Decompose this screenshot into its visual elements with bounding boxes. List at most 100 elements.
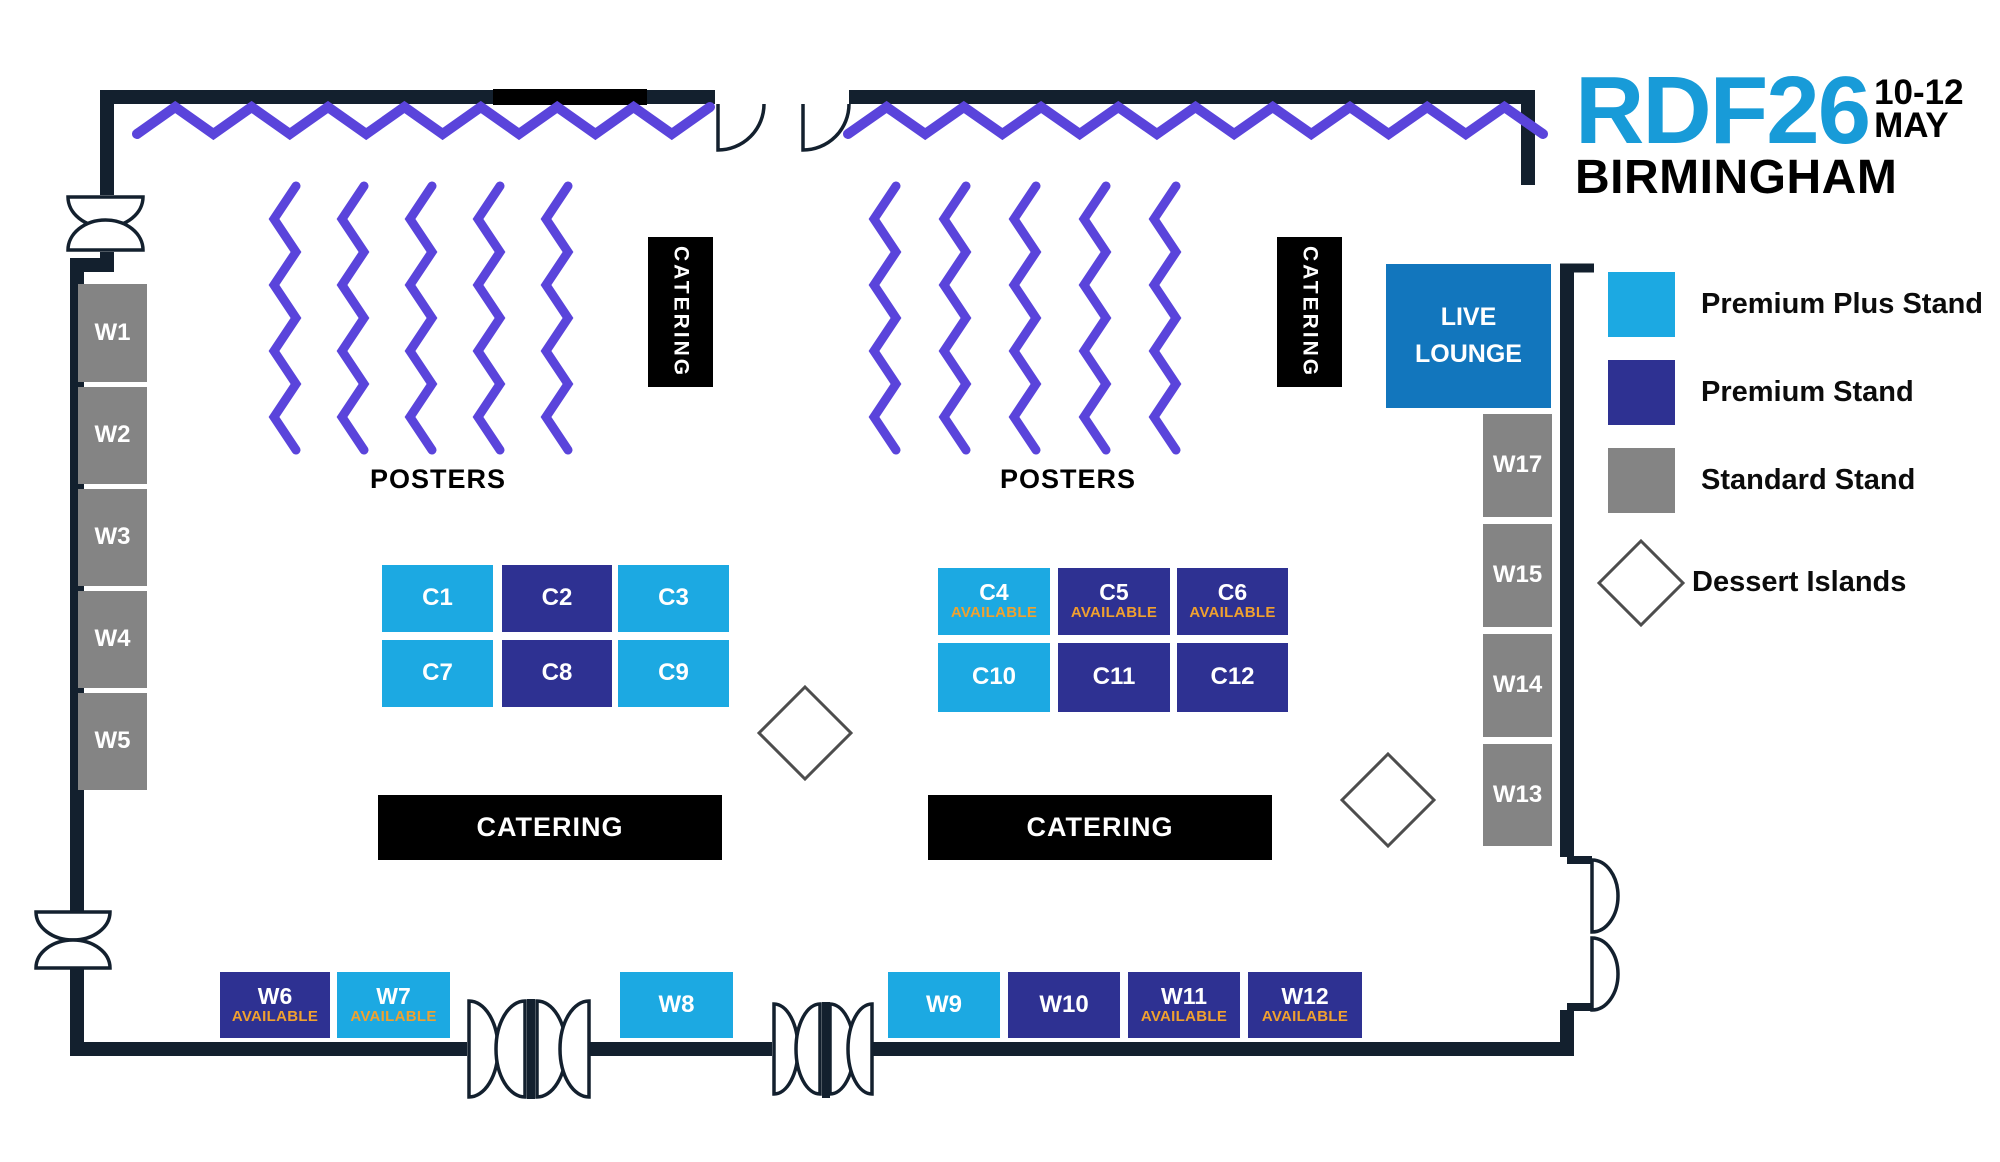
stand-label: W13: [1492, 780, 1543, 808]
stand-label: W8: [658, 990, 695, 1018]
stand-C10[interactable]: C10: [938, 643, 1050, 712]
dessert-island-diamond-icon: [1596, 538, 1686, 628]
stand-W15[interactable]: W15: [1483, 524, 1552, 627]
stand-label: C9: [658, 659, 689, 687]
stand-W4[interactable]: W4: [78, 591, 147, 688]
right-door-leaf-icon: [1590, 936, 1620, 1012]
stand-label: C10: [971, 663, 1017, 691]
right-door-leaf-icon: [1590, 858, 1620, 934]
dessert-island-diamonds: [756, 538, 1686, 849]
stand-W13[interactable]: W13: [1483, 744, 1552, 846]
poster-zigzag-icon: [268, 181, 302, 455]
stand-C2[interactable]: C2: [502, 565, 612, 632]
hall-walls: [70, 90, 1574, 1056]
stand-label: W7: [376, 982, 411, 1009]
stand-label: W2: [94, 421, 131, 449]
stand-C3[interactable]: C3: [618, 565, 729, 632]
stand-W3[interactable]: W3: [78, 489, 147, 586]
wall-bottom-left: [70, 967, 467, 1056]
stand-available-badge: AVAILABLE: [1140, 1007, 1228, 1025]
poster-zigzag-icon: [1148, 181, 1182, 455]
event-month: MAY: [1874, 106, 1949, 146]
top-entrance-door-leaf-icon: [801, 103, 851, 152]
stand-W8[interactable]: W8: [620, 972, 733, 1038]
stand-W10[interactable]: W10: [1008, 972, 1120, 1038]
poster-zigzag-icon: [132, 100, 715, 141]
stand-label: W4: [94, 625, 131, 653]
stand-W1[interactable]: W1: [78, 284, 147, 382]
stand-W2[interactable]: W2: [78, 387, 147, 484]
bottom-door2-post: [822, 1002, 830, 1098]
event-logo-row: RDF26 10-12 MAY: [1575, 57, 1985, 164]
stand-C9[interactable]: C9: [618, 640, 729, 707]
stand-label: C6: [1217, 579, 1248, 606]
poster-zigzag-icon: [843, 100, 1548, 141]
stand-available-badge: AVAILABLE: [950, 604, 1038, 622]
stand-C1[interactable]: C1: [382, 565, 493, 632]
stand-W17[interactable]: W17: [1483, 414, 1552, 517]
wall-top-right: [849, 90, 1535, 185]
bottom-door1-leaf-icon: [467, 999, 500, 1099]
catering-area-vertical: CATERING: [1277, 237, 1342, 387]
event-city: BIRMINGHAM: [1575, 150, 1898, 204]
legend-label: Standard Stand: [1701, 464, 1916, 496]
poster-zigzag-icon: [1008, 181, 1042, 455]
legend-row-standard: Standard Stand: [1608, 448, 1915, 513]
legend-dessert-islands-label: Dessert Islands: [1692, 565, 1907, 598]
stand-label: C4: [979, 579, 1009, 606]
event-logo: RDF26 10-12 MAY BIRMINGHAM: [1575, 57, 1985, 204]
stand-label: C2: [541, 584, 573, 612]
stand-available-badge: AVAILABLE: [1261, 1007, 1349, 1025]
dessert-island-diamond-icon: [1339, 751, 1437, 849]
catering-area-vertical: CATERING: [648, 237, 713, 387]
wall-bottom-right: [872, 1010, 1574, 1056]
poster-zigzag-icon: [336, 181, 370, 455]
bottom-door2-leaf-icon: [794, 1002, 822, 1096]
bottom-door1-leaf-icon: [494, 999, 527, 1099]
left-lower-door-icon: [34, 910, 112, 942]
stand-label: W15: [1492, 561, 1543, 589]
stand-available-badge: AVAILABLE: [350, 1007, 437, 1025]
top-entrance-door-leaf-icon: [716, 103, 766, 152]
event-date-range: 10-12: [1874, 73, 1964, 112]
catering-area-horizontal: CATERING: [378, 795, 722, 860]
poster-zigzag-icon: [472, 181, 506, 455]
stand-C12[interactable]: C12: [1177, 643, 1288, 712]
stand-W9[interactable]: W9: [888, 972, 1000, 1038]
stand-label: W1: [94, 318, 131, 346]
stand-W14[interactable]: W14: [1483, 634, 1552, 737]
wall-left-lower: [70, 252, 114, 913]
legend-row-premium_plus: Premium Plus Stand: [1608, 272, 1983, 337]
left-upper-door-icon: [66, 218, 145, 252]
stand-W5[interactable]: W5: [78, 693, 147, 790]
legend-row-premium: Premium Stand: [1608, 360, 1914, 425]
stand-label: W9: [926, 990, 962, 1018]
stand-label: C8: [541, 659, 573, 687]
stand-available-badge: AVAILABLE: [1189, 604, 1276, 622]
live-lounge-area[interactable]: LIVE LOUNGE: [1386, 264, 1551, 408]
stand-available-badge: AVAILABLE: [1070, 604, 1158, 622]
door-symbols: [716, 103, 851, 152]
stand-C7[interactable]: C7: [382, 640, 493, 707]
stand-label: W14: [1492, 671, 1543, 699]
legend-label: Premium Plus Stand: [1701, 288, 1984, 320]
bottom-door1-leaf-icon: [558, 999, 591, 1099]
catering-area-horizontal: CATERING: [928, 795, 1272, 860]
legend-label: Premium Stand: [1701, 376, 1914, 408]
stand-C11[interactable]: C11: [1058, 643, 1170, 712]
stand-C8[interactable]: C8: [502, 640, 612, 707]
stand-label: W10: [1039, 990, 1089, 1018]
event-code: RDF26: [1575, 57, 1871, 164]
legend-swatch-standard: [1608, 448, 1675, 513]
bottom-door1-post: [527, 999, 535, 1099]
bottom-door2-leaf-icon: [846, 1002, 874, 1096]
